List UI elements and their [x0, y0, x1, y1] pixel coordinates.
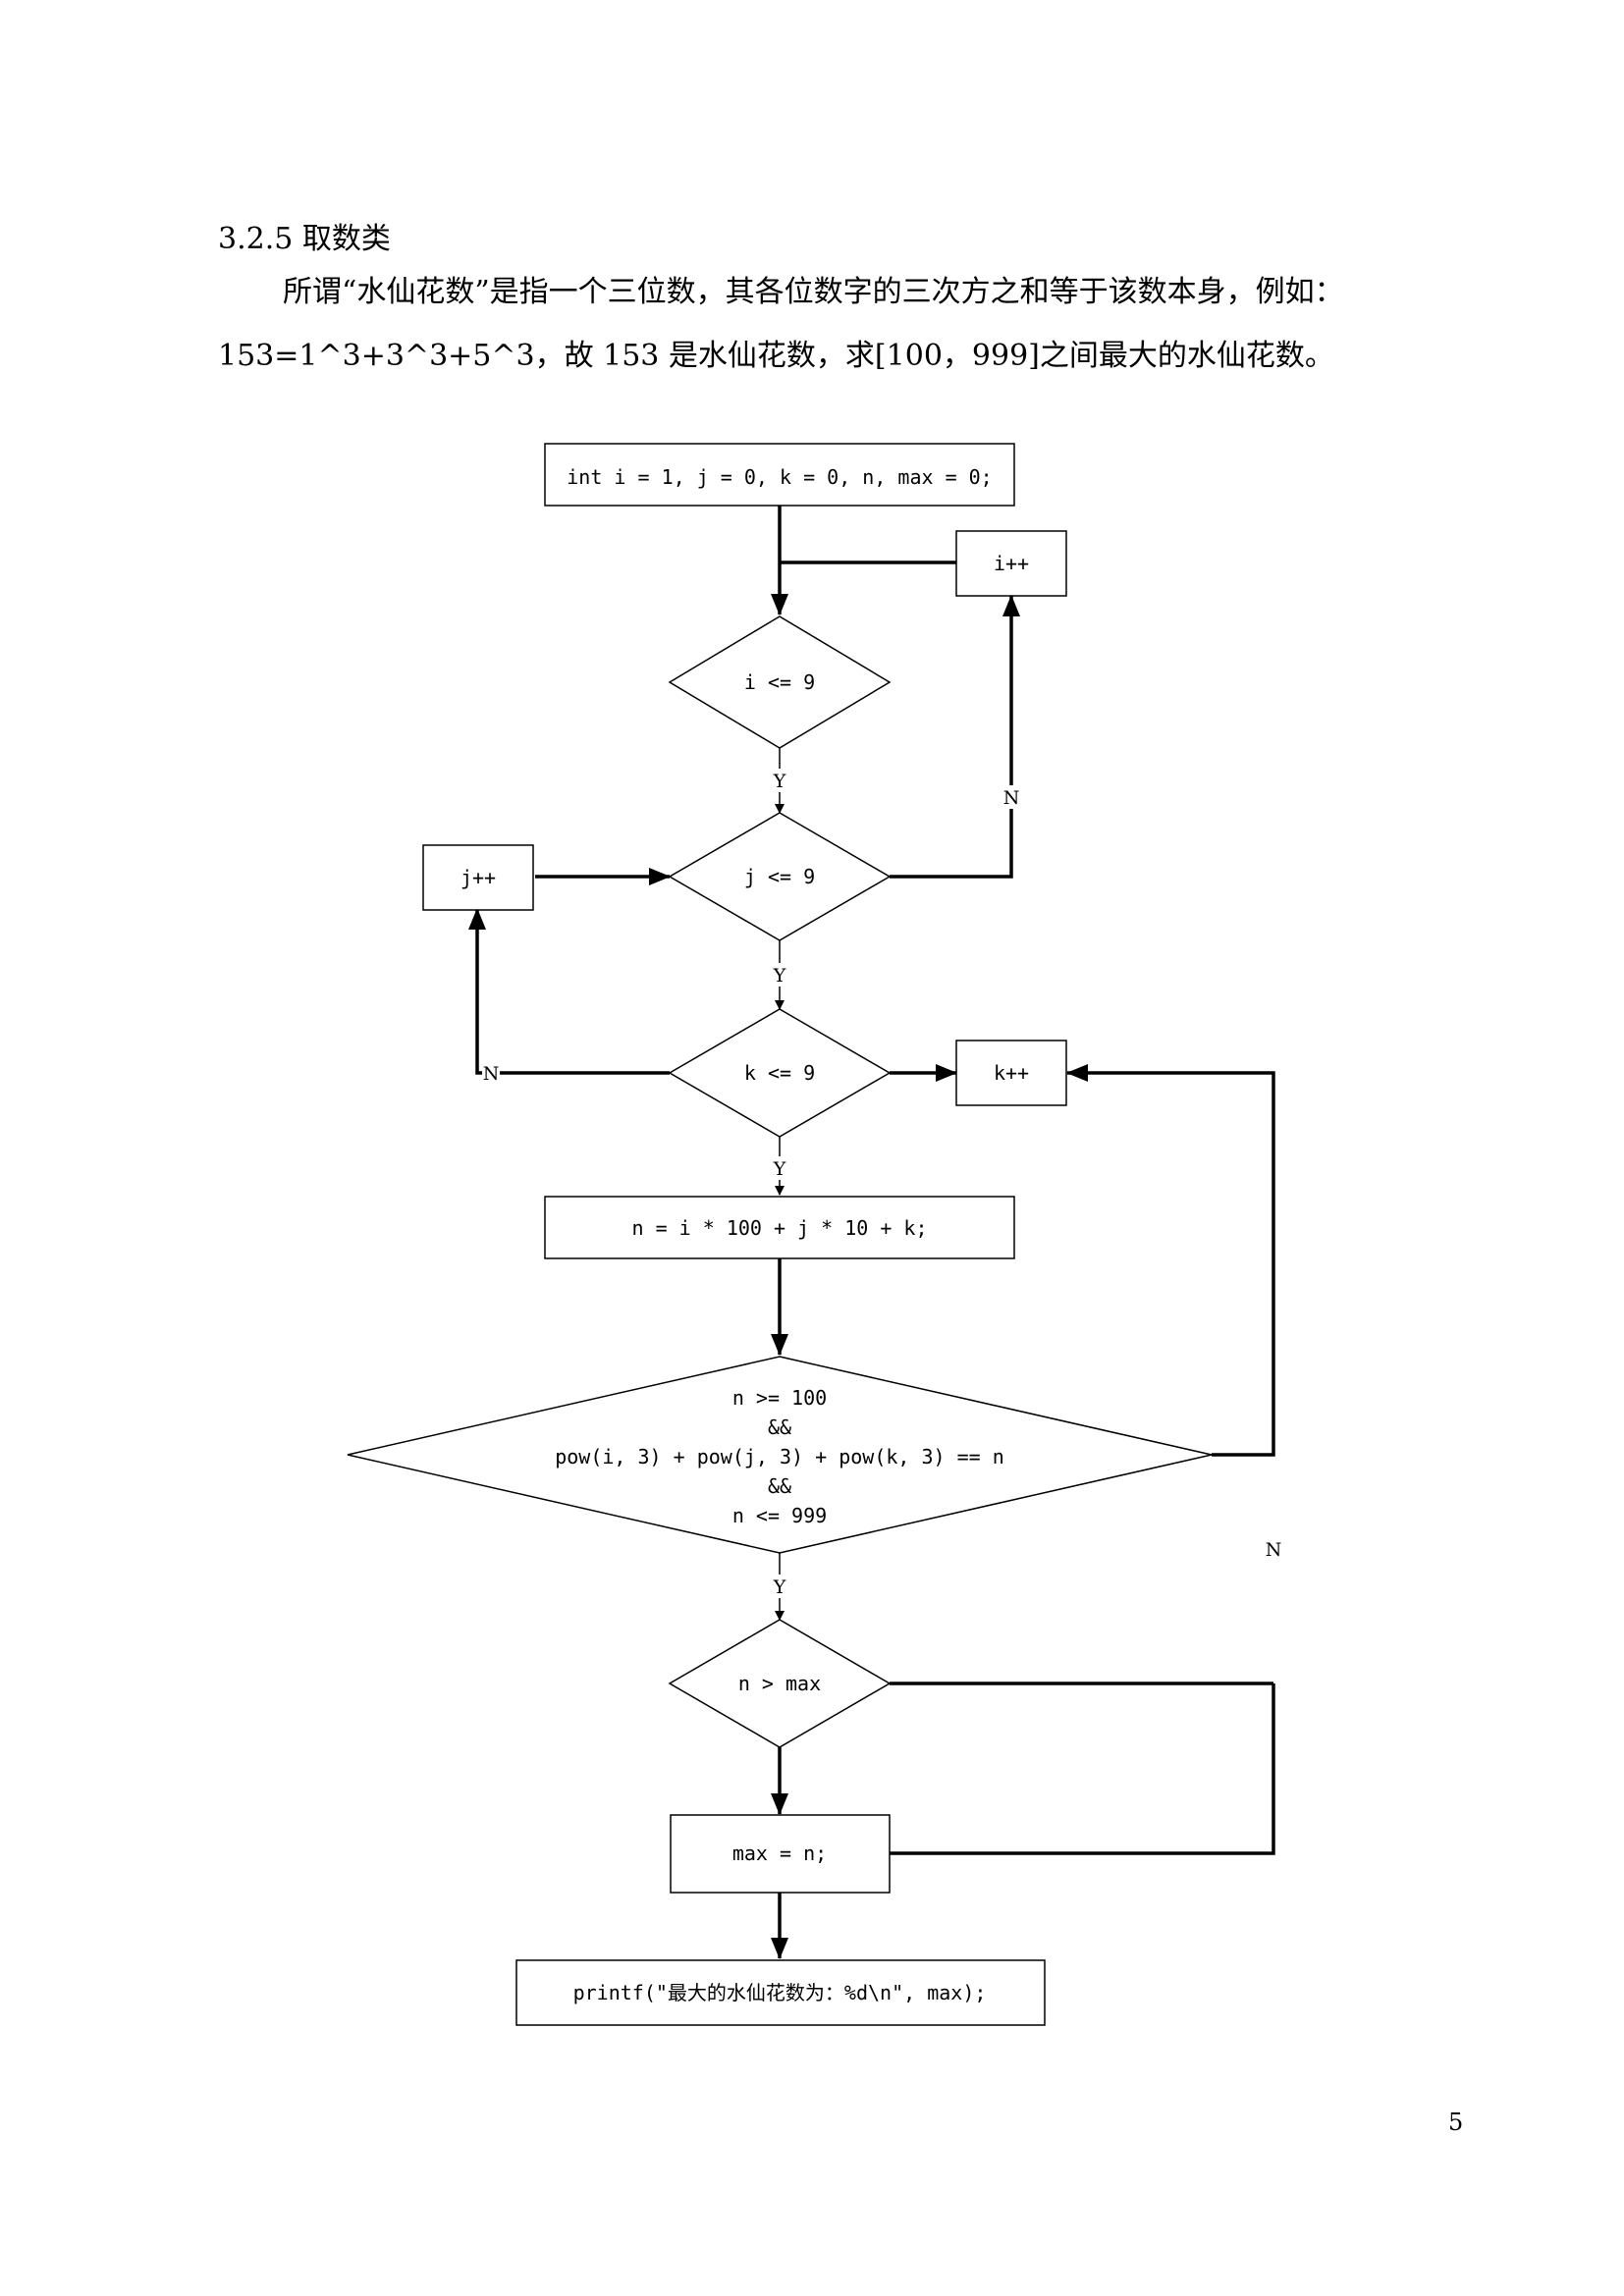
label-no-narc: N: [1266, 1539, 1282, 1561]
print-box: [515, 1959, 1046, 2026]
connectors: [468, 506, 1275, 1959]
page-number: 5: [1448, 2109, 1464, 2136]
j-increment-text: j++: [460, 866, 496, 889]
cond-narc-line-3: pow(i, 3) + pow(j, 3) + pow(k, 3) == n: [555, 1445, 1004, 1468]
i-increment-box: [955, 530, 1067, 597]
calc-n-box: [544, 1196, 1015, 1259]
paragraph-line-1: 所谓“水仙花数”是指一个三位数，其各位数字的三次方之和等于该数本身，例如：: [283, 275, 1344, 309]
cond-max-text: n > max: [738, 1672, 821, 1695]
cond-k-diamond: [668, 1008, 892, 1138]
cond-narc-line-4: &&: [768, 1474, 791, 1498]
paragraph-line-2: 153=1^3+3^3+5^3，故 153 是水仙花数，求[100，999]之间…: [218, 339, 1334, 373]
section-heading: 3.2.5 取数类: [218, 222, 391, 256]
cond-narc-line-1: n >= 100: [732, 1386, 827, 1410]
j-increment-box: [422, 844, 534, 911]
label-yes-k: Y: [773, 1158, 786, 1180]
label-yes-narc: Y: [773, 1576, 786, 1598]
cond-narc-line-5: n <= 999: [732, 1504, 827, 1527]
cond-j-diamond: [668, 812, 892, 941]
k-increment-box: [955, 1040, 1067, 1106]
assign-max-box: [670, 1814, 891, 1894]
label-yes-i: Y: [773, 771, 786, 792]
calc-n-text: n = i * 100 + j * 10 + k;: [631, 1216, 927, 1240]
cond-i-diamond: [668, 615, 892, 749]
assign-max-text: max = n;: [732, 1842, 827, 1865]
label-no-k: N: [483, 1063, 500, 1085]
k-increment-text: k++: [994, 1061, 1029, 1085]
cond-narc-line-2: &&: [768, 1415, 791, 1439]
init-box: [544, 443, 1015, 507]
print-text: printf("最大的水仙花数为：%d\n", max);: [573, 1981, 987, 2004]
init-text: int i = 1, j = 0, k = 0, n, max = 0;: [567, 465, 992, 489]
i-increment-text: i++: [994, 552, 1029, 575]
label-no-j: N: [1003, 787, 1020, 809]
cond-k-text: k <= 9: [744, 1061, 815, 1085]
cond-narcissistic-diamond: [347, 1356, 1213, 1554]
cond-max-diamond: [668, 1619, 892, 1748]
cond-i-text: i <= 9: [744, 670, 815, 694]
label-yes-j: Y: [773, 965, 786, 987]
cond-j-text: j <= 9: [744, 865, 815, 888]
